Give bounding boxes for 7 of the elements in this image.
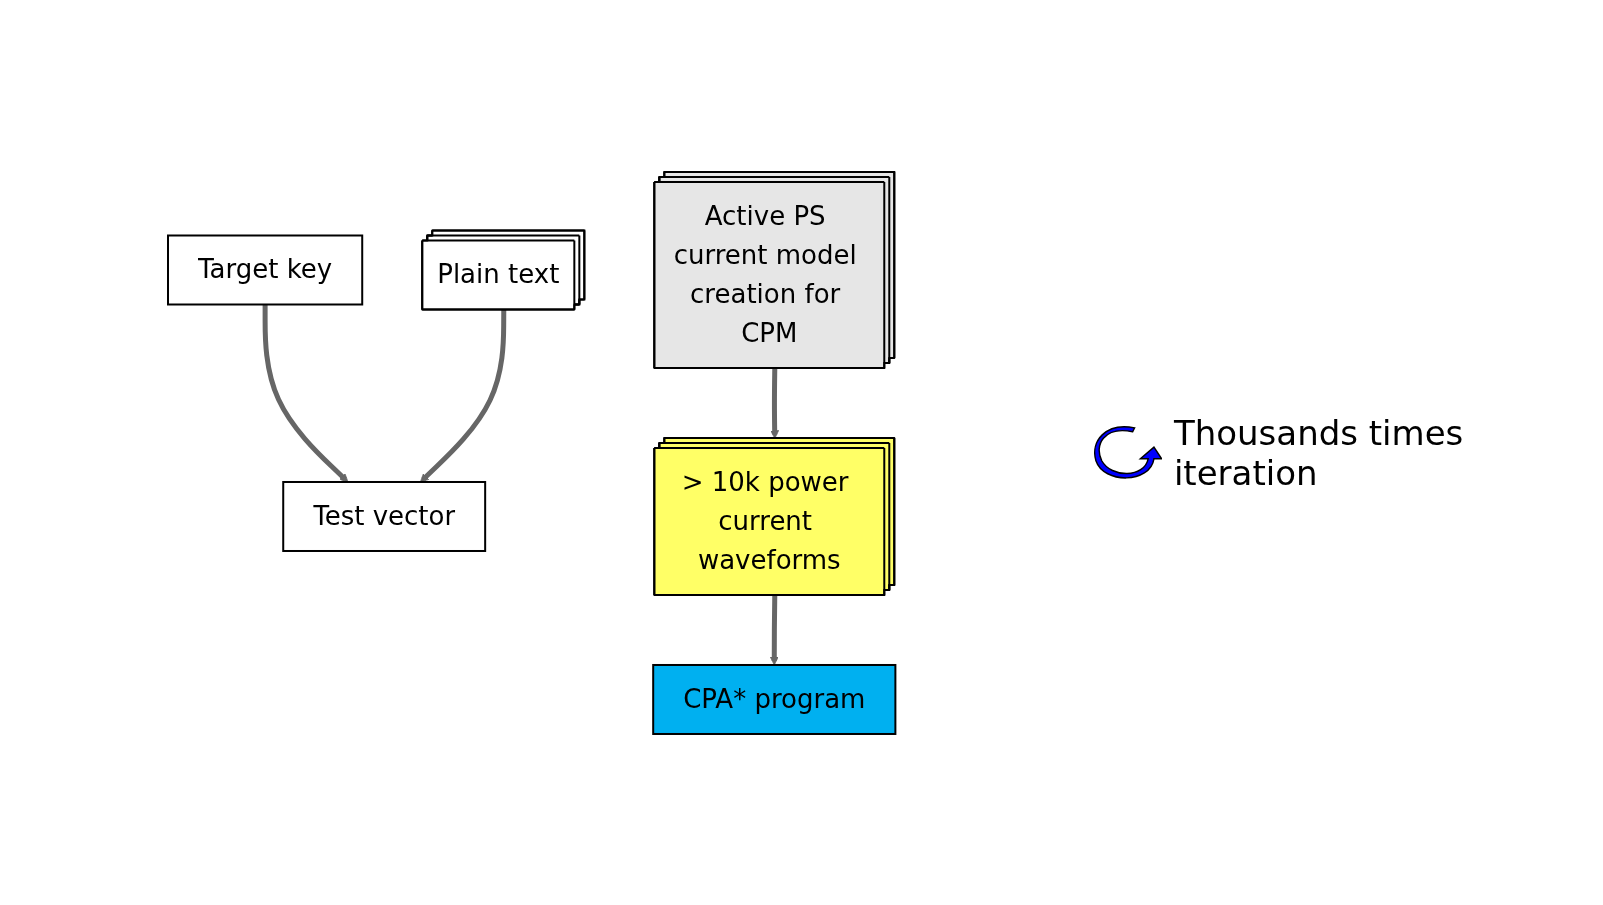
- node-box: CPA* program: [652, 663, 897, 735]
- node-box: Target key: [167, 234, 364, 305]
- arrow: [770, 594, 780, 665]
- arrow: [263, 304, 349, 482]
- note-text: Thousands times iteration: [1173, 412, 1465, 493]
- arrow: [420, 309, 507, 482]
- node-box: Test vector: [282, 480, 487, 552]
